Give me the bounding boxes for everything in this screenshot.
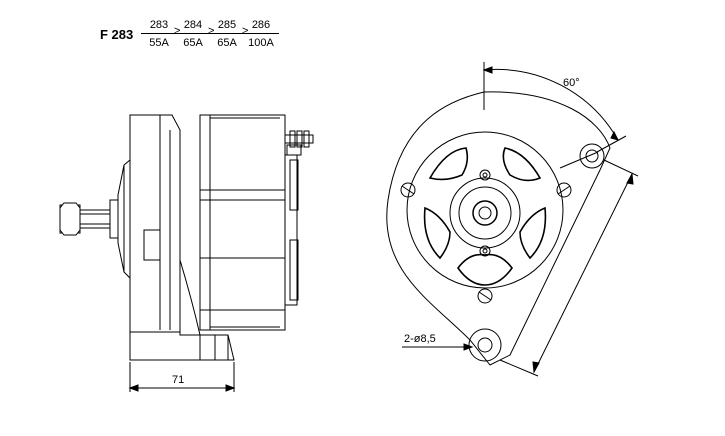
dimension-71	[128, 362, 236, 392]
variant-286: 286 100A	[243, 18, 279, 50]
variant-separator: >	[208, 25, 215, 37]
front-housing	[129, 114, 235, 361]
holes-label: 2-ø8,5	[404, 333, 436, 345]
rear-housing	[199, 114, 299, 331]
variant-283: 283 55A	[141, 18, 177, 50]
variant-separator: >	[174, 25, 181, 37]
hub	[449, 169, 521, 257]
hole-leader	[402, 343, 474, 351]
model-title: F 283	[100, 27, 134, 42]
variant-284: 284 65A	[175, 18, 211, 50]
variant-code: 285	[209, 18, 245, 34]
cooling-slots	[406, 131, 564, 289]
variant-285: 285 65A	[209, 18, 245, 50]
variant-code: 284	[175, 18, 211, 34]
variant-current: 100A	[248, 37, 274, 49]
variant-current: 55A	[149, 37, 169, 49]
screws	[400, 182, 572, 304]
terminal-stud	[284, 130, 314, 156]
variant-code: 283	[141, 18, 177, 34]
variant-current: 65A	[217, 37, 237, 49]
variant-current: 65A	[183, 37, 203, 49]
angle-dimension	[482, 62, 627, 169]
angle-label: 60°	[563, 77, 580, 89]
side-width-label: 71	[172, 374, 185, 386]
variant-separator: >	[242, 25, 249, 37]
length-dimension	[499, 159, 639, 377]
front-housing-outline	[386, 91, 611, 366]
variant-code: 286	[243, 18, 279, 34]
